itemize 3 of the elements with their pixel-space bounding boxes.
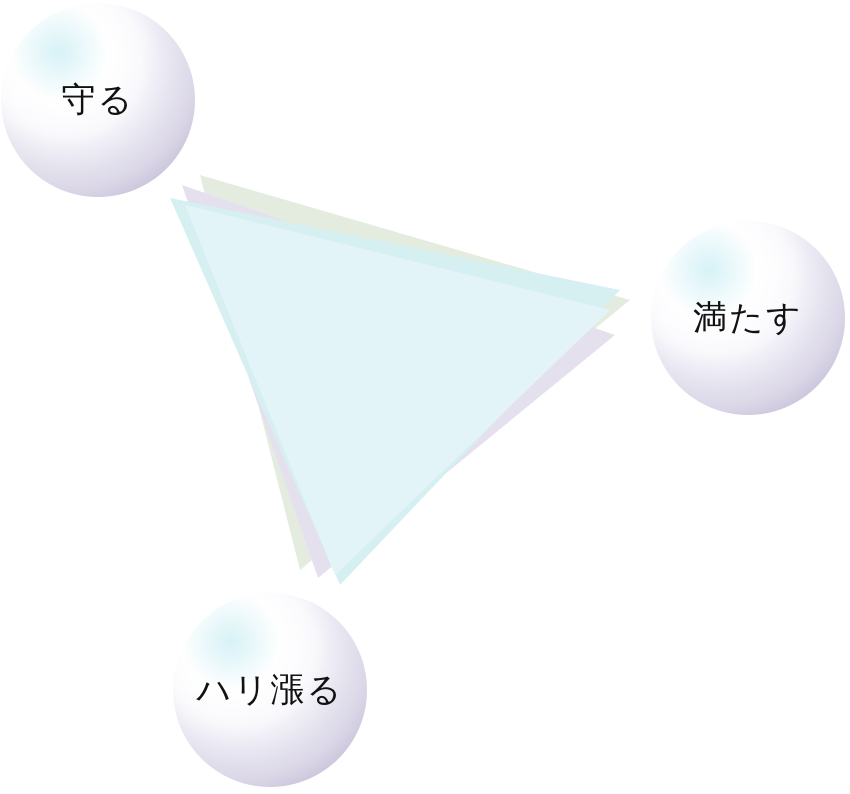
sphere-label: 守る [62, 81, 134, 121]
sphere-label: 満たす [693, 299, 803, 339]
sphere-label: ハリ漲る [196, 671, 344, 711]
